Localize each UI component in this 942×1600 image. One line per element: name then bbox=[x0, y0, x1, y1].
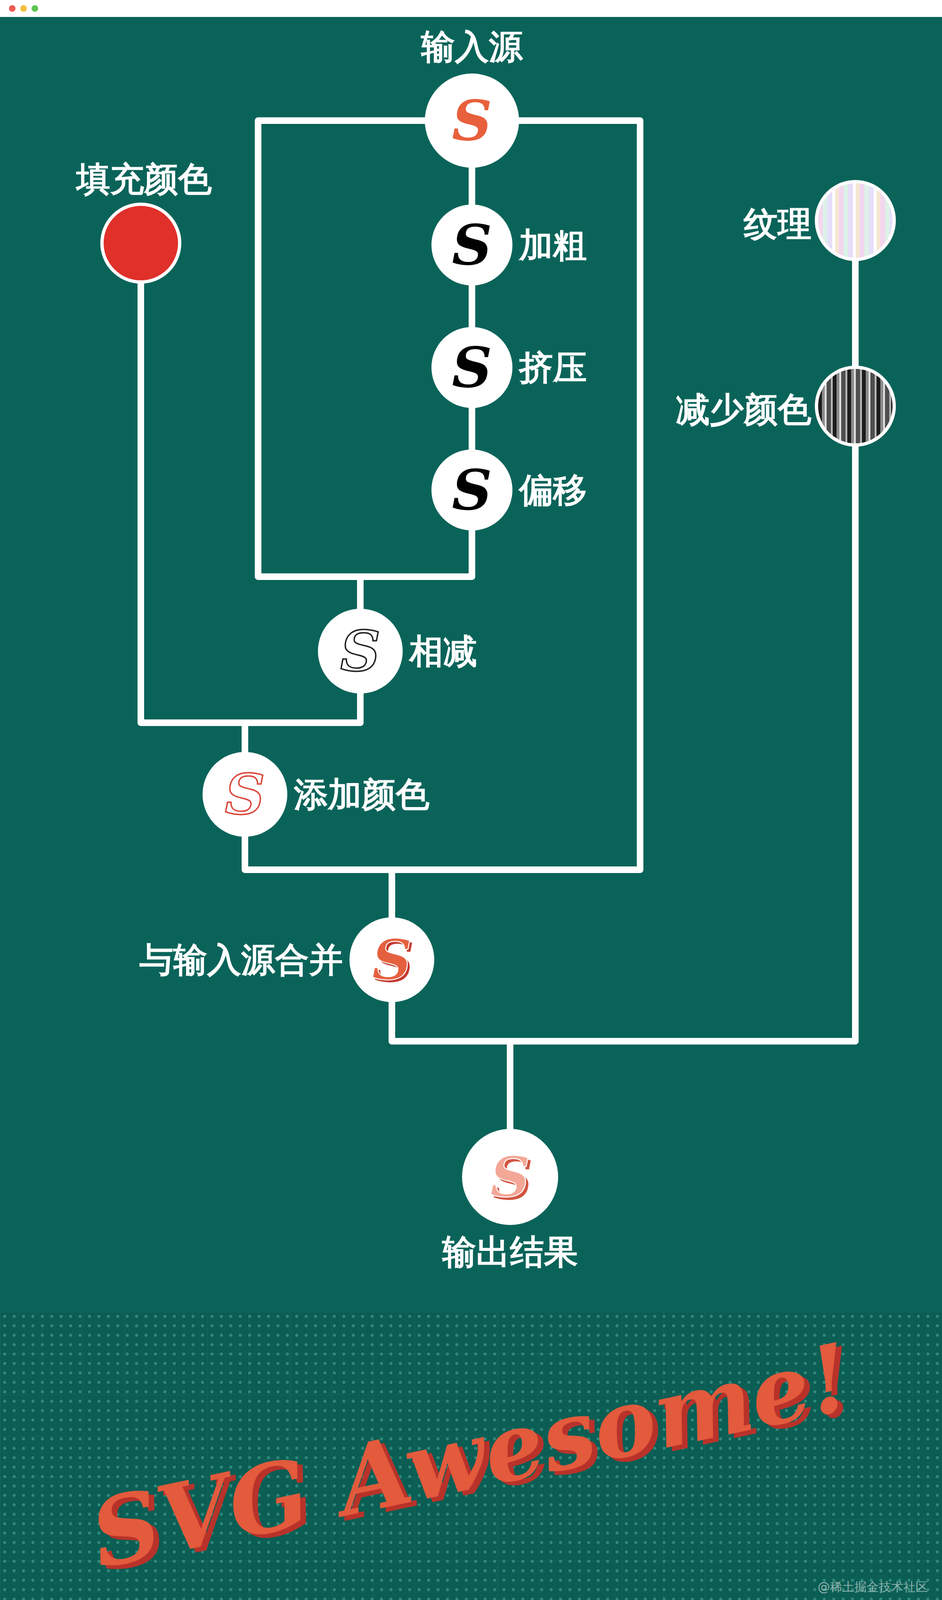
dotted-panel bbox=[0, 1311, 942, 1600]
title-bar bbox=[0, 0, 942, 17]
step-label: 相减 bbox=[409, 630, 478, 672]
flow-line bbox=[258, 120, 425, 609]
step-label: 添加颜色 bbox=[293, 773, 430, 815]
sample-glyph: S bbox=[431, 449, 513, 531]
flow-line bbox=[510, 446, 856, 1129]
step-label: 偏移 bbox=[519, 469, 587, 511]
composite-circle: 相减S bbox=[317, 608, 403, 694]
step-label: 减少颜色 bbox=[675, 389, 812, 430]
zoom-dot bbox=[31, 5, 39, 12]
texture-circle: 纹理 bbox=[814, 179, 896, 261]
flow-line bbox=[468, 167, 476, 205]
step-label: 加粗 bbox=[519, 224, 587, 266]
step-label: 与输入源合并 bbox=[139, 939, 343, 980]
sample-glyph: S bbox=[424, 73, 520, 168]
texture-circle: 减少颜色 bbox=[814, 365, 896, 447]
sample-glyph: S bbox=[202, 751, 288, 837]
minimise-dot bbox=[20, 5, 27, 12]
sample-glyph: S bbox=[349, 917, 435, 1002]
step-label: 挤压 bbox=[519, 347, 587, 388]
filter-step-circle: 偏移S bbox=[431, 449, 513, 531]
flow-line bbox=[360, 530, 472, 609]
step-label: 填充颜色 bbox=[76, 158, 212, 200]
sample-glyph: S bbox=[462, 1128, 559, 1225]
flow-line bbox=[852, 260, 859, 366]
close-dot bbox=[8, 5, 16, 12]
sample-glyph: S bbox=[431, 326, 513, 408]
flow-line bbox=[244, 836, 392, 918]
color-swatch-circle: 填充颜色 bbox=[100, 202, 182, 284]
composite-circle: 添加颜色S bbox=[202, 751, 288, 837]
flow-line bbox=[468, 285, 476, 327]
flow-line bbox=[391, 1001, 511, 1129]
sample-glyph: S bbox=[317, 608, 403, 694]
flow-line bbox=[468, 407, 476, 450]
flow-line bbox=[140, 283, 245, 752]
source-circle: 输入源S bbox=[424, 73, 520, 168]
filter-step-circle: 挤压S bbox=[431, 326, 513, 408]
showcase-text: SVG Awesome! bbox=[82, 1324, 860, 1586]
step-label: 输入源 bbox=[421, 26, 523, 67]
step-label: 输出结果 bbox=[442, 1231, 578, 1272]
merge-circle: 与输入源合并S bbox=[349, 917, 435, 1002]
output-circle: 输出结果S bbox=[462, 1128, 559, 1225]
filter-step-circle: 加粗S bbox=[431, 204, 513, 286]
watermark: @稀土掘金技术社区 bbox=[817, 1578, 928, 1595]
step-label: 纹理 bbox=[743, 203, 812, 244]
window-bar bbox=[0, 0, 942, 17]
flow-line bbox=[244, 693, 361, 752]
sample-glyph: S bbox=[431, 204, 513, 286]
